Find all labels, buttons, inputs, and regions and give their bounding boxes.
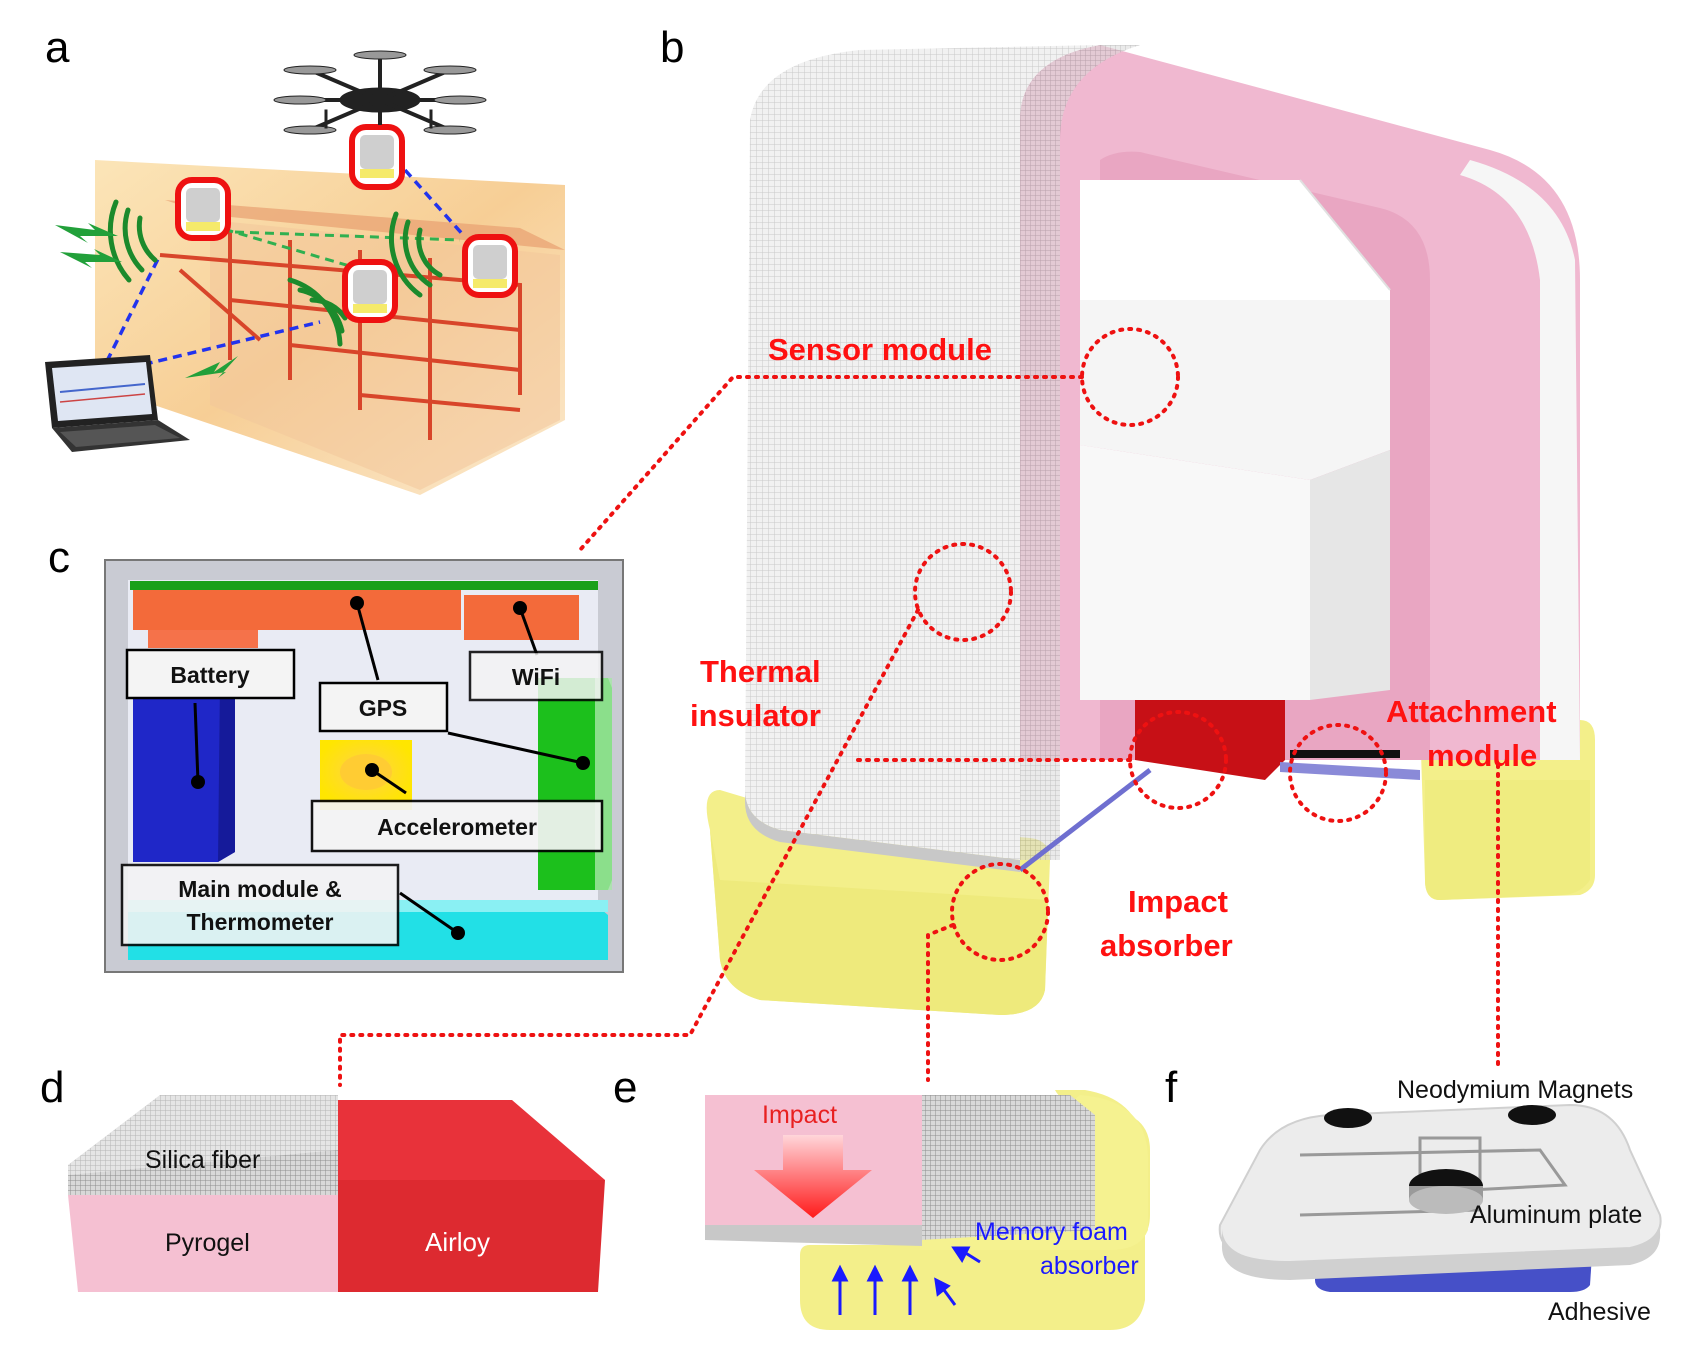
label-aluminum-plate: Aluminum plate [1470, 1201, 1642, 1229]
laptop-icon [45, 355, 190, 452]
pyrogel-layer [68, 1195, 338, 1292]
label-silica-fiber: Silica fiber [145, 1146, 260, 1174]
battery-label-box: Battery [125, 648, 296, 700]
main-module-label-box: Main module & Thermometer [120, 863, 400, 947]
wireless-signal-arcs [107, 199, 443, 347]
label-impact-absorber-2: absorber [1100, 928, 1233, 963]
label-attachment-module-1: Attachment [1386, 694, 1557, 729]
component-leader-lines [193, 602, 584, 935]
callout-circle-insulator [913, 542, 1013, 642]
sensor-cube-4 [462, 234, 518, 298]
panel-c-internals: Battery WiFi GPS Accelerometer Main modu… [104, 559, 624, 973]
label-main-module-1: Main module & [178, 876, 342, 902]
panel-b-device: Sensor module Thermal insulator Attachme… [338, 45, 1595, 1087]
neodymium-magnet-icons [1324, 1105, 1556, 1214]
panel-letter-a: a [45, 23, 70, 72]
white-outer-rim [1460, 160, 1580, 760]
label-attachment-module-2: module [1427, 738, 1537, 773]
label-memory-foam-2: absorber [1040, 1252, 1139, 1280]
green-data-links [209, 223, 461, 274]
silica-fiber-side [920, 1095, 1095, 1240]
magnet-strip [1290, 750, 1400, 758]
panel-e-absorber: Impact Memory foam absorber [705, 1090, 1150, 1330]
accelerometer-label-box: Accelerometer [310, 799, 604, 853]
gps-label-box: GPS [318, 681, 449, 733]
thermal-insulator-column [745, 45, 1100, 860]
sensor-module-block [1080, 179, 1391, 700]
panel-letter-c: c [48, 533, 70, 582]
upward-force-arrows [831, 1246, 981, 1315]
memory-foam-body [800, 1090, 1150, 1330]
silica-fiber-layer [68, 1095, 338, 1195]
sensor-cube-1 [175, 177, 231, 241]
wireless-bolt-icons [55, 223, 238, 378]
label-pyrogel: Pyrogel [165, 1229, 250, 1257]
battery-block [133, 680, 235, 862]
label-thermal-insulator-2: insulator [690, 698, 821, 733]
wifi-label-box: WiFi [468, 650, 604, 702]
panel-a-scene [45, 50, 565, 495]
label-battery: Battery [170, 662, 249, 688]
building-roof [165, 200, 565, 250]
component-dots [191, 596, 590, 940]
label-accelerometer: Accelerometer [377, 814, 537, 840]
sensor-cube-3 [342, 259, 398, 323]
label-impact: Impact [762, 1101, 837, 1129]
label-airloy: Airloy [425, 1227, 490, 1257]
panel-letter-b: b [660, 23, 684, 72]
callout-circle-airloy [1128, 710, 1228, 810]
label-impact-absorber-1: Impact [1128, 884, 1228, 919]
label-adhesive: Adhesive [1548, 1298, 1651, 1326]
label-sensor-module: Sensor module [768, 332, 992, 367]
callout-circle-sensor [1080, 327, 1180, 427]
label-neodymium-magnets: Neodymium Magnets [1397, 1076, 1633, 1104]
callout-connectors [338, 375, 1500, 1087]
label-memory-foam-1: Memory foam [975, 1218, 1128, 1246]
label-gps: GPS [359, 695, 408, 721]
label-main-module-2: Thermometer [187, 909, 334, 935]
panel-letter-e: e [613, 1063, 637, 1112]
panel-letter-d: d [40, 1063, 64, 1112]
drone-icon [273, 50, 487, 135]
label-thermal-insulator-1: Thermal [700, 654, 821, 689]
airloy-block [1135, 700, 1285, 780]
impact-arrow-icon [754, 1135, 872, 1218]
airloy-layer-front [338, 1180, 605, 1292]
panel-letter-f: f [1165, 1063, 1178, 1112]
panel-f-attachment: Neodymium Magnets Aluminum plate Adhesiv… [1218, 1076, 1662, 1326]
airloy-layer-top [338, 1100, 605, 1180]
label-wifi: WiFi [512, 664, 560, 690]
panel-d-layers: Silica fiber Pyrogel Airloy [68, 1095, 605, 1292]
gps-board [133, 590, 461, 630]
sensor-cube-2 [349, 124, 405, 190]
callout-circle-absorber [950, 862, 1050, 962]
callout-circle-attachment [1288, 723, 1388, 823]
